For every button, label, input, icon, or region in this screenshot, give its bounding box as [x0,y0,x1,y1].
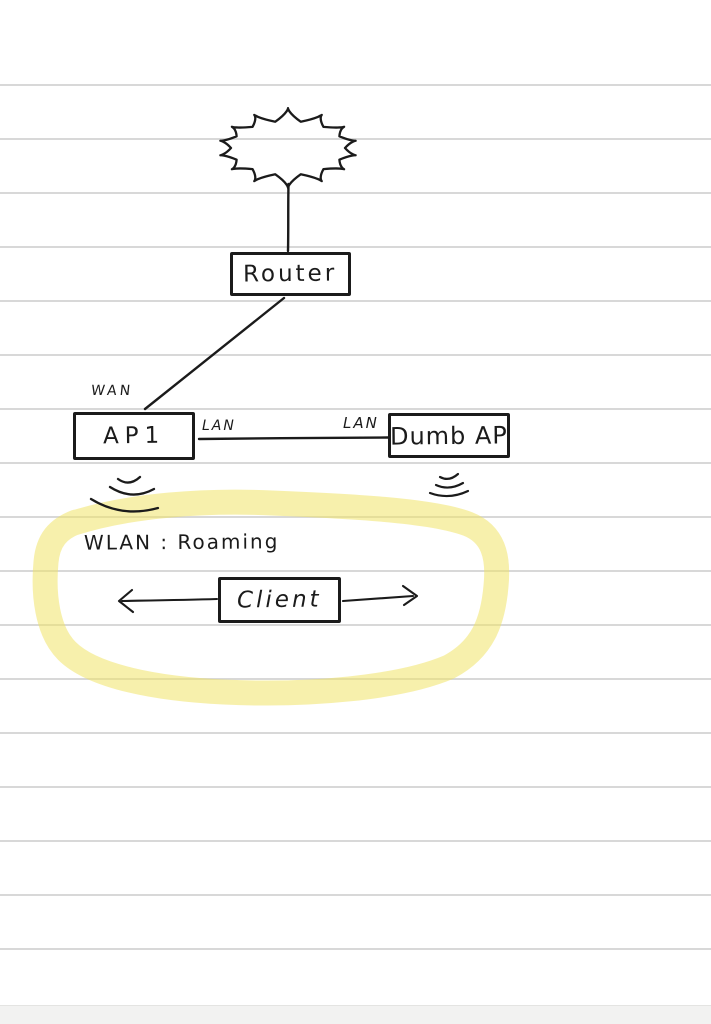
link-router-ap1 [143,296,286,411]
node-client-label: Client [237,586,322,614]
wifi-waves-ap1-icon [89,475,160,513]
page-footer-strip [0,1005,711,1024]
node-client: Client [218,577,341,623]
roaming-right-arrow-icon [341,584,419,607]
wifi-waves-dumbap-icon [428,472,470,498]
link-cloud-router [286,182,290,253]
node-router-label: Router [243,260,338,288]
label-wlan-roaming: WLAN : Roaming [83,529,280,555]
node-dumb-ap: Dumb AP [388,413,510,458]
link-ap1-dumbap [197,436,390,441]
node-router: Router [230,252,351,296]
node-ap1: AP1 [73,412,195,460]
internet-cloud-icon [219,107,357,189]
highlighter-loop-icon [32,489,510,706]
label-lan-left: LAN [202,418,236,434]
node-dumb-ap-label: Dumb AP [389,420,509,451]
roaming-left-arrow-icon [117,588,219,614]
label-wan: WAN [90,383,134,399]
node-ap1-label: AP1 [102,422,166,450]
label-lan-right: LAN [343,414,379,432]
